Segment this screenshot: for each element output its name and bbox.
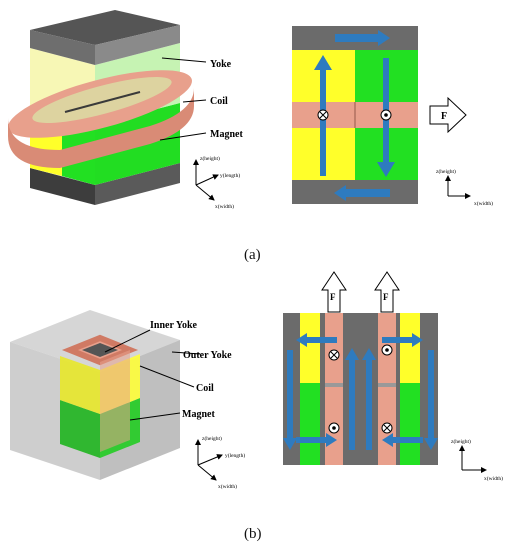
flux-b-center-up-2 — [362, 348, 376, 450]
axis-triad-b-section — [459, 445, 487, 473]
magnet-b-leader — [129, 412, 181, 421]
coil-ring-front — [8, 88, 194, 168]
bottom-yoke-front — [30, 168, 95, 205]
top-yoke-top — [30, 10, 180, 45]
section-axis-x-label: x(width) — [474, 200, 493, 207]
yoke-leader — [161, 57, 207, 63]
panel-b-caption: (b) — [244, 526, 262, 542]
flux-b-bottom-left — [296, 433, 337, 447]
panel-a-caption: (a) — [244, 247, 261, 263]
coil-label: Coil — [210, 96, 228, 107]
flux-b-bottom-right — [382, 433, 423, 447]
force-arrow-right — [374, 271, 400, 313]
axis-b-x-label: x(width) — [218, 483, 237, 490]
outer-yoke-label: Outer Yoke — [183, 350, 232, 361]
axis-y-label: y(length) — [220, 172, 240, 179]
flux-b-right-down — [424, 350, 438, 450]
inner-yoke-label: Inner Yoke — [150, 320, 198, 331]
panel-b-cross-section — [283, 271, 438, 465]
bottom-yoke-side — [95, 163, 180, 205]
force-arrow — [429, 96, 467, 134]
force-label-b-left: F — [330, 292, 336, 302]
panel-a-3d-model — [8, 10, 194, 205]
inner-yoke-section — [343, 313, 378, 465]
inner-magnet-green-front — [60, 400, 100, 458]
flux-arrow-top — [335, 30, 390, 46]
flux-arrow-bottom — [334, 185, 390, 201]
section-b-axis-z-label: z(height) — [451, 438, 471, 445]
axis-triad-a-section — [445, 175, 471, 199]
flux-b-center-up-1 — [345, 348, 359, 450]
force-label-b-right: F — [383, 292, 389, 302]
flux-b-top-right — [382, 333, 423, 347]
top-yoke-front — [30, 30, 95, 65]
section-b-axis-x-label: x(width) — [484, 475, 503, 482]
force-label-a: F — [441, 111, 447, 122]
top-yoke-side — [95, 25, 180, 65]
axis-x-label: x(width) — [215, 203, 234, 210]
axis-triad-a-3d — [193, 159, 219, 201]
section-axis-z-label: z(height) — [436, 168, 456, 175]
inner-coil-side — [100, 350, 130, 452]
axis-b-z-label: z(height) — [202, 435, 222, 442]
panel-a-cross-section — [292, 26, 467, 204]
inner-yoke-leader — [104, 329, 151, 353]
yoke-label: Yoke — [210, 59, 232, 70]
magnet-b-label: Magnet — [182, 409, 215, 420]
axis-triad-b-3d — [195, 439, 223, 481]
outer-yoke-leader — [171, 351, 201, 355]
axis-b-y-label: y(length) — [225, 452, 245, 459]
coil-gap-line — [64, 91, 141, 113]
inner-magnet-yellow-front — [60, 356, 100, 414]
inner-yoke-top — [82, 343, 118, 357]
magnet-leader — [159, 132, 207, 141]
axis-z-label: z(height) — [200, 155, 220, 162]
panel-b-3d-model — [10, 310, 180, 480]
coil-b-label: Coil — [196, 383, 214, 394]
coil-b-leader — [139, 365, 195, 388]
magnet-label: Magnet — [210, 129, 243, 140]
force-arrow-left — [321, 271, 347, 313]
coil-leader — [182, 99, 207, 103]
flux-b-top-left — [296, 333, 337, 347]
flux-b-left-down — [283, 350, 297, 450]
